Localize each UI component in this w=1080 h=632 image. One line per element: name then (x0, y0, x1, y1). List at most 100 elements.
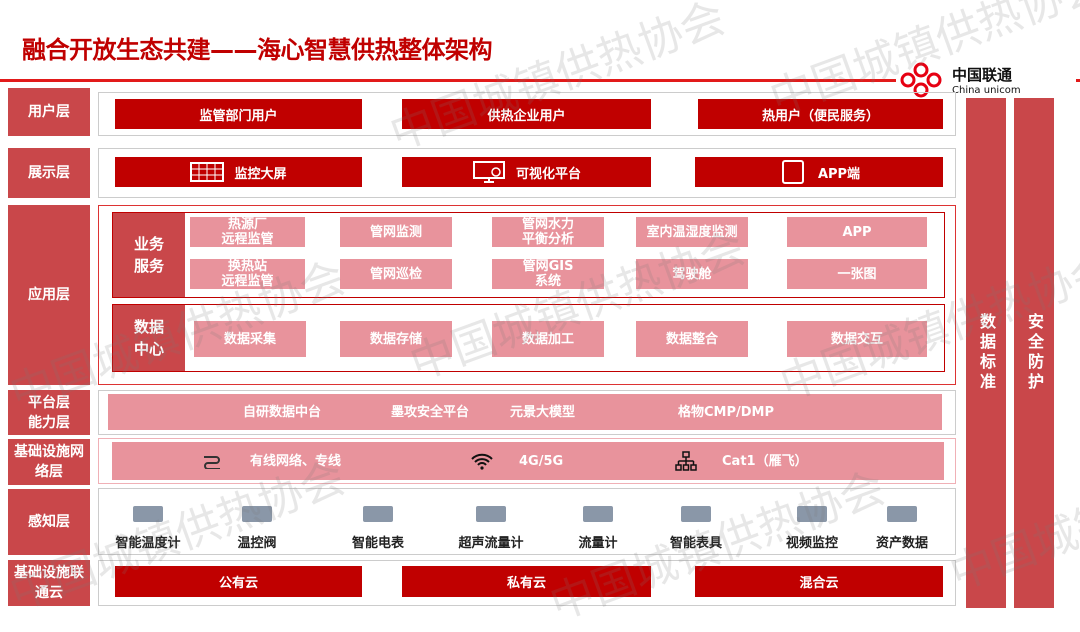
sensing-device[interactable]: 流量计 (548, 506, 648, 551)
sensing-device-label: 超声流量计 (458, 536, 524, 551)
sensing-device[interactable]: 超声流量计 (441, 506, 541, 551)
cloud-layer (98, 560, 956, 606)
layer-label-cloud: 基础设施联通云 (8, 560, 90, 606)
network-topology-icon (675, 451, 697, 471)
sensing-device-label: 智能电表 (351, 536, 404, 551)
layer-label-user: 用户层 (8, 88, 90, 136)
display-item-label: 可视化平台 (515, 166, 581, 182)
layer-label-display: 展示层 (8, 148, 90, 198)
display-item-label: 监控大屏 (234, 166, 287, 182)
device-image-icon (583, 506, 613, 522)
device-image-icon (242, 506, 272, 522)
page-title: 融合开放生态共建——海心智慧供热整体架构 (22, 36, 493, 64)
monitor-gear-icon (472, 161, 505, 183)
business-item-line: APP (842, 224, 872, 240)
cloud-item[interactable]: 混合云 (695, 566, 943, 597)
monitor-wall-icon (190, 162, 225, 182)
data-center-item[interactable]: 数据存储 (340, 321, 452, 357)
sensing-device[interactable]: 智能温度计 (98, 506, 198, 551)
data-center-item[interactable]: 数据整合 (636, 321, 748, 357)
display-layer (98, 148, 956, 198)
sensing-device-label: 温控阀 (237, 536, 277, 551)
platform-item[interactable]: 墨攻安全平台 (391, 404, 470, 420)
security-column: 安全防护 (1014, 98, 1054, 608)
data-center-item[interactable]: 数据采集 (194, 321, 306, 357)
logo-cn: 中国联通 (952, 66, 1013, 84)
data-center-item[interactable]: 数据加工 (492, 321, 604, 357)
business-item[interactable]: 驾驶舱 (636, 259, 748, 289)
cable-icon (204, 456, 220, 469)
sensing-device-label: 视频监控 (785, 536, 838, 551)
business-item-line: 驾驶舱 (672, 266, 712, 282)
business-item[interactable]: 管网监测 (340, 217, 452, 247)
network-item[interactable]: 有线网络、专线 (250, 453, 342, 469)
device-image-icon (363, 506, 393, 522)
platform-item[interactable]: 元景大模型 (510, 404, 576, 420)
user-item[interactable]: 热用户（便民服务） (698, 99, 943, 129)
data-center-label: 数据中心 (113, 305, 185, 371)
business-item-line: 管网巡检 (369, 266, 422, 282)
display-item-big-screen[interactable]: 监控大屏 (115, 157, 362, 187)
sensing-device[interactable]: 温控阀 (207, 506, 307, 551)
watermark: 中国城镇供热协会 (943, 432, 1080, 601)
business-item[interactable]: 换热站远程监管 (190, 259, 305, 289)
sensing-device-label: 智能温度计 (115, 536, 181, 551)
business-item[interactable]: 室内温湿度监测 (636, 217, 748, 247)
platform-bar: 自研数据中台 墨攻安全平台 元景大模型 格物CMP/DMP (108, 394, 942, 430)
layer-label-network: 基础设施网络层 (8, 439, 90, 485)
network-item[interactable]: Cat1（雁飞） (722, 453, 808, 469)
business-item[interactable]: 热源厂远程监管 (190, 217, 305, 247)
business-item[interactable]: 一张图 (787, 259, 927, 289)
tablet-icon (781, 160, 804, 184)
business-services-label: 业务服务 (113, 213, 185, 297)
cloud-item[interactable]: 私有云 (402, 566, 651, 597)
business-item-line: 管网GIS (522, 259, 574, 274)
business-item[interactable]: 管网水力平衡分析 (492, 217, 604, 247)
wifi-icon (471, 453, 493, 470)
sensing-device[interactable]: 智能表具 (646, 506, 746, 551)
cloud-item[interactable]: 公有云 (115, 566, 362, 597)
sensing-device[interactable]: 智能电表 (328, 506, 428, 551)
display-item-app[interactable]: APP端 (695, 157, 943, 187)
data-center-item[interactable]: 数据交互 (787, 321, 927, 357)
platform-item[interactable]: 自研数据中台 (243, 404, 322, 420)
layer-label-app: 应用层 (8, 205, 90, 385)
business-item-line: 一张图 (837, 266, 877, 282)
sensing-device[interactable]: 视频监控 (762, 506, 862, 551)
unicom-knot-icon (900, 62, 942, 98)
user-item[interactable]: 监管部门用户 (115, 99, 362, 129)
data-standard-column: 数据标准 (966, 98, 1006, 608)
business-item-line: 换热站 (227, 259, 267, 274)
sensing-device-label: 智能表具 (669, 536, 722, 551)
device-image-icon (476, 506, 506, 522)
platform-item[interactable]: 格物CMP/DMP (678, 404, 775, 420)
user-layer (98, 92, 956, 136)
business-item-line: 管网监测 (369, 224, 422, 240)
sensing-layer (98, 488, 956, 555)
layer-label-sensing: 感知层 (8, 489, 90, 555)
business-item[interactable]: 管网巡检 (340, 259, 452, 289)
title-divider (0, 79, 900, 82)
business-item[interactable]: APP (787, 217, 927, 247)
sensing-device[interactable]: 资产数据 (852, 506, 952, 551)
device-image-icon (133, 506, 163, 522)
business-item-line: 室内温湿度监测 (646, 224, 738, 240)
network-layer (98, 438, 956, 484)
display-item-label: APP端 (817, 166, 861, 182)
device-image-icon (797, 506, 827, 522)
user-item[interactable]: 供热企业用户 (402, 99, 651, 129)
business-item-line: 远程监管 (221, 232, 274, 247)
business-item-line: 平衡分析 (521, 232, 574, 247)
sensing-device-label: 流量计 (578, 536, 618, 551)
layer-label-platform: 平台层能力层 (8, 390, 90, 435)
network-bar: 有线网络、专线 4G/5G Cat1（雁飞） (112, 442, 944, 480)
display-item-visual-platform[interactable]: 可视化平台 (402, 157, 651, 187)
network-item[interactable]: 4G/5G (519, 453, 564, 469)
sensing-device-label: 资产数据 (875, 536, 928, 551)
device-image-icon (887, 506, 917, 522)
logo-en: China unicom (952, 85, 1021, 96)
business-services-box (112, 212, 945, 298)
business-item-line: 管网水力 (521, 217, 574, 232)
